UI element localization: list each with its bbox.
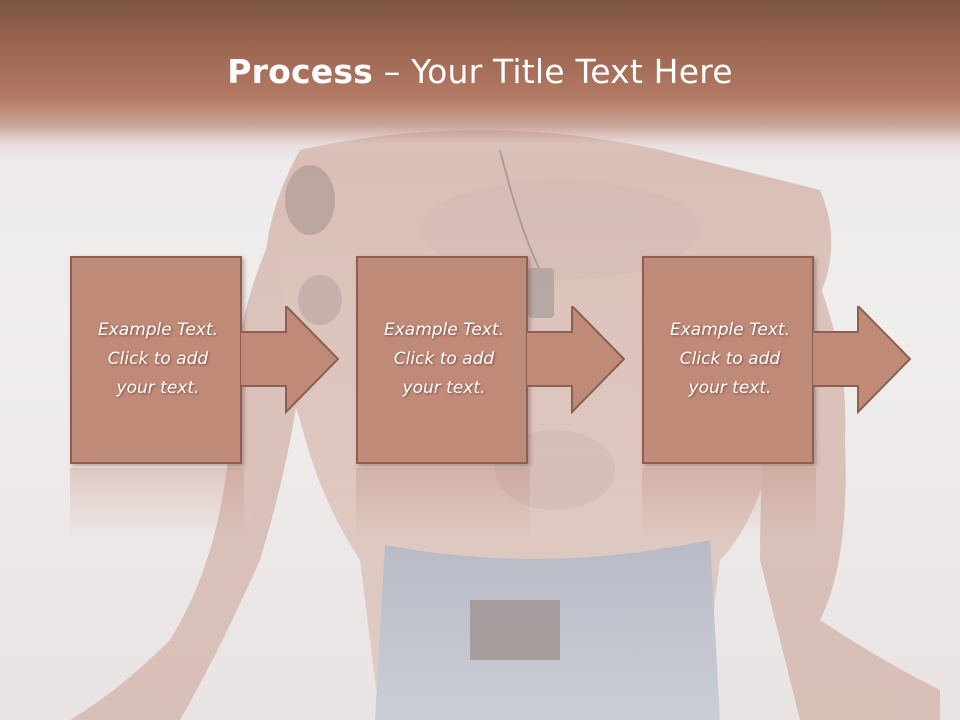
step-reflection bbox=[356, 468, 530, 538]
title-bold: Process bbox=[227, 52, 374, 91]
step-text-line-2: Click to add bbox=[679, 349, 781, 369]
step-text-line-3: your text. bbox=[116, 378, 200, 398]
step-box[interactable]: Example Text. Click to add your text. bbox=[642, 256, 814, 464]
step-text-line-3: your text. bbox=[402, 378, 486, 398]
title-rest: – Your Title Text Here bbox=[373, 52, 733, 91]
right-arrow-icon bbox=[240, 306, 340, 415]
right-arrow-icon bbox=[526, 306, 626, 415]
step-text-line-2: Click to add bbox=[393, 349, 495, 369]
process-step-1[interactable]: Example Text. Click to add your text. bbox=[70, 256, 420, 466]
step-reflection bbox=[70, 468, 244, 538]
step-text-line-1: Example Text. bbox=[383, 320, 505, 340]
step-text-line-3: your text. bbox=[688, 378, 772, 398]
step-text[interactable]: Example Text. Click to add your text. bbox=[78, 316, 238, 403]
title-band bbox=[0, 0, 960, 160]
step-text-line-1: Example Text. bbox=[97, 320, 219, 340]
step-text-line-1: Example Text. bbox=[669, 320, 791, 340]
step-text[interactable]: Example Text. Click to add your text. bbox=[650, 316, 810, 403]
slide-title[interactable]: Process – Your Title Text Here bbox=[0, 52, 960, 91]
right-arrow-icon bbox=[812, 306, 912, 415]
step-text-line-2: Click to add bbox=[107, 349, 209, 369]
process-step-3[interactable]: Example Text. Click to add your text. bbox=[642, 256, 960, 466]
process-step-2[interactable]: Example Text. Click to add your text. bbox=[356, 256, 706, 466]
step-box[interactable]: Example Text. Click to add your text. bbox=[356, 256, 528, 464]
step-box[interactable]: Example Text. Click to add your text. bbox=[70, 256, 242, 464]
step-reflection bbox=[642, 468, 816, 538]
step-text[interactable]: Example Text. Click to add your text. bbox=[364, 316, 524, 403]
